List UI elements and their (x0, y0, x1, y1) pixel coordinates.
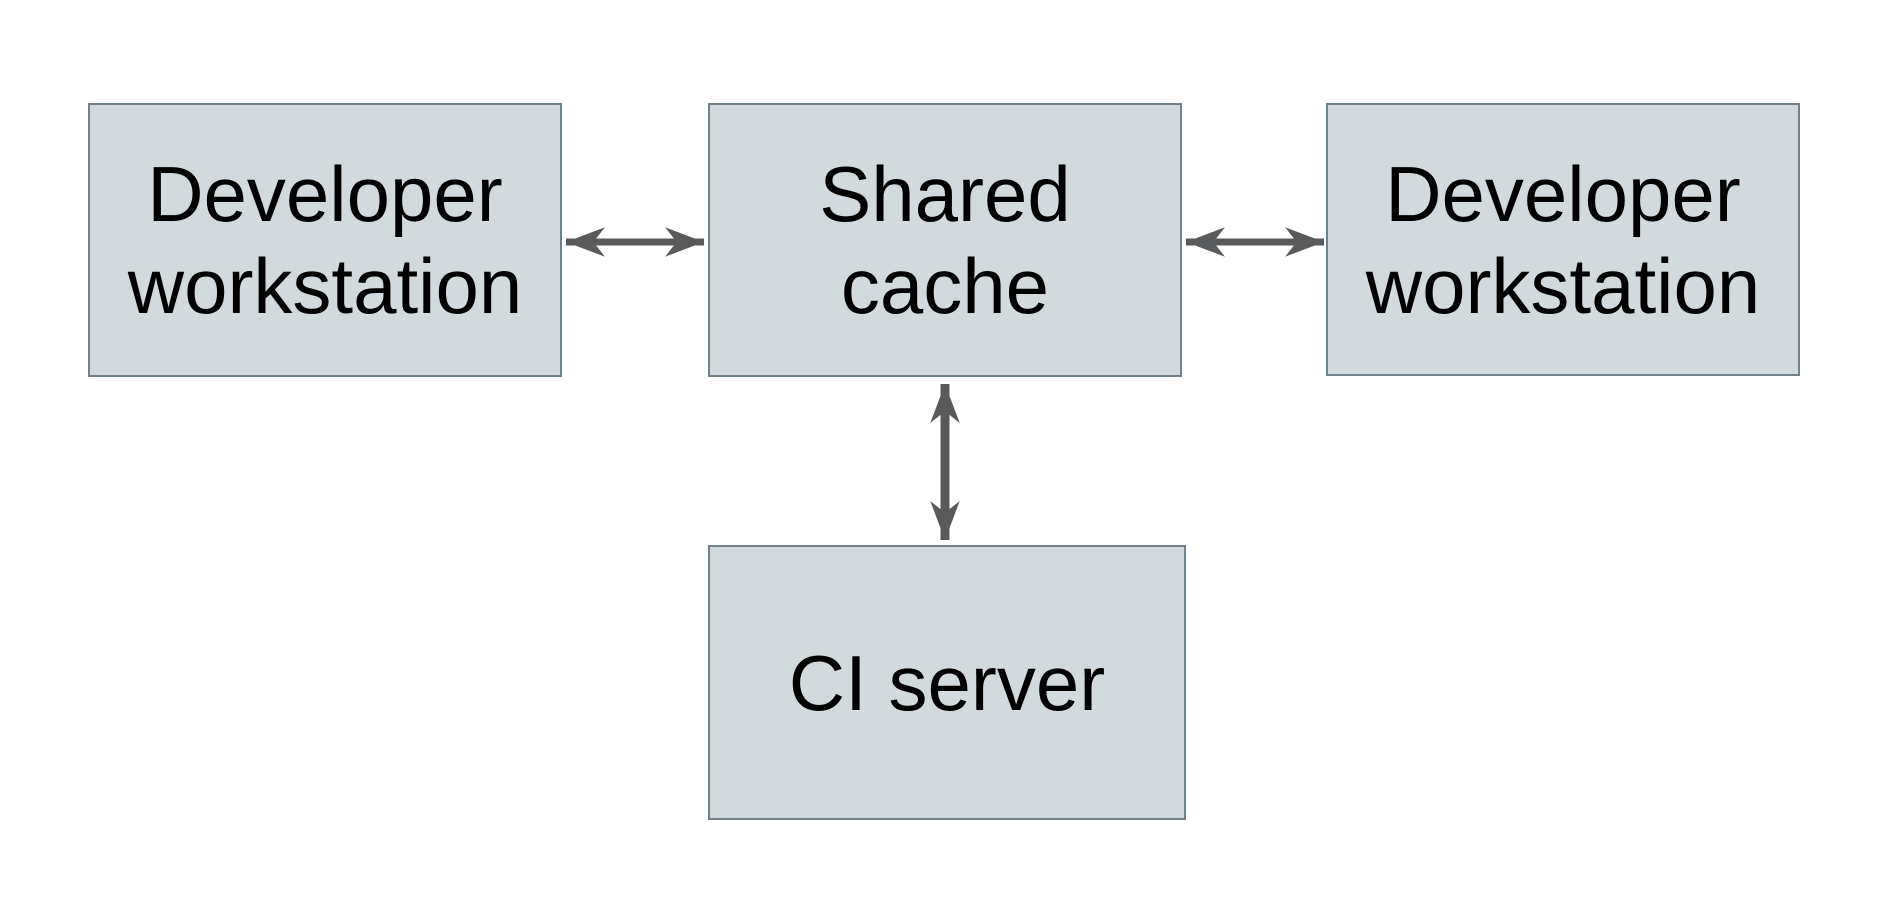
node-ci-server: CI server (708, 545, 1186, 820)
node-label: Developer workstation (127, 150, 523, 330)
node-developer-workstation-left: Developer workstation (88, 103, 562, 377)
node-shared-cache: Shared cache (708, 103, 1182, 377)
node-label: CI server (788, 638, 1106, 727)
node-developer-workstation-right: Developer workstation (1326, 103, 1800, 376)
node-label: Shared cache (819, 150, 1071, 330)
node-label: Developer workstation (1365, 149, 1761, 330)
